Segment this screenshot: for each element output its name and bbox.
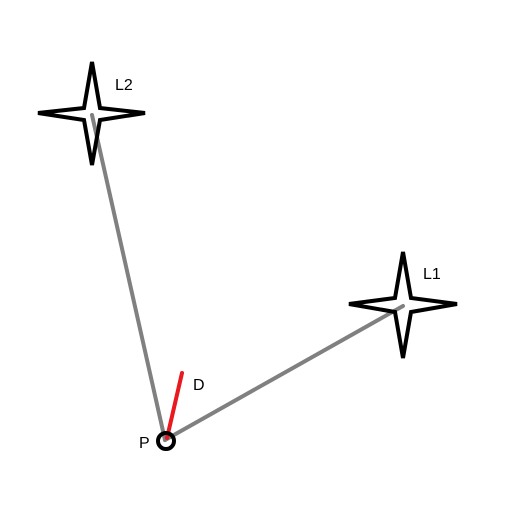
ray-to-l1 <box>163 304 405 442</box>
light-2-star-icon <box>37 61 146 166</box>
light-1-star-icon <box>348 251 458 359</box>
point-p-circle-icon <box>156 431 176 451</box>
label-l2: L2 <box>115 77 133 94</box>
ray-to-l2 <box>90 113 167 442</box>
label-l1: L1 <box>423 266 441 283</box>
label-d: D <box>193 377 205 394</box>
label-p: P <box>139 435 150 452</box>
direction-vector <box>165 371 184 440</box>
